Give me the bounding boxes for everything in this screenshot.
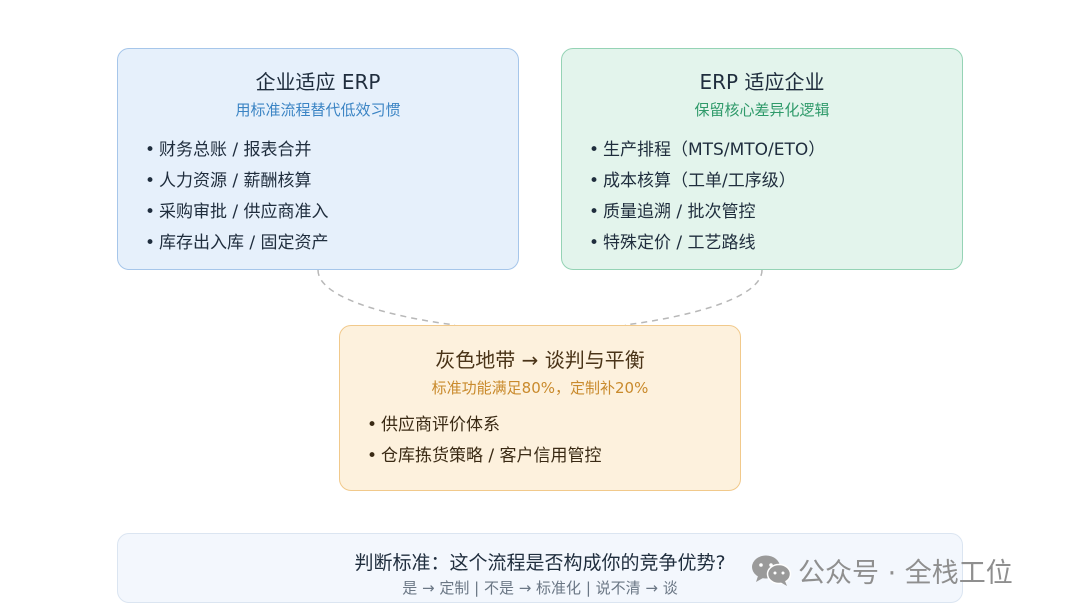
connector-left bbox=[317, 269, 456, 326]
list-item: 财务总账 / 报表合并 bbox=[145, 135, 329, 166]
card-subtitle: 用标准流程替代低效习惯 bbox=[235, 101, 401, 119]
card-title: 灰色地带 → 谈判与平衡 bbox=[435, 348, 645, 372]
list-item: 供应商评价体系 bbox=[367, 410, 602, 441]
watermark: 公众号 · 全栈工位 bbox=[750, 550, 1013, 590]
list-item: 质量追溯 / 批次管控 bbox=[589, 197, 825, 228]
enterprise-adapts-erp-card: 企业适应 ERP 用标准流程替代低效习惯 财务总账 / 报表合并 人力资源 / … bbox=[117, 48, 519, 270]
connector-right bbox=[624, 269, 763, 326]
list-item: 特殊定价 / 工艺路线 bbox=[589, 228, 825, 259]
wechat-icon bbox=[752, 555, 792, 586]
list-item: 仓库拣货策略 / 客户信用管控 bbox=[367, 441, 602, 472]
list-item: 生产排程（MTS/MTO/ETO） bbox=[589, 135, 825, 166]
gray-zone-card: 灰色地带 → 谈判与平衡 标准功能满足80%，定制补20% 供应商评价体系 仓库… bbox=[339, 325, 741, 491]
list-item: 采购审批 / 供应商准入 bbox=[145, 197, 329, 228]
judgment-criteria-card: 判断标准：这个流程是否构成你的竞争优势? 是 → 定制 | 不是 → 标准化 |… bbox=[117, 533, 963, 603]
erp-adapts-enterprise-card: ERP 适应企业 保留核心差异化逻辑 生产排程（MTS/MTO/ETO） 成本核… bbox=[561, 48, 963, 270]
list-item: 库存出入库 / 固定资产 bbox=[145, 228, 329, 259]
card-title: ERP 适应企业 bbox=[699, 70, 825, 94]
item-list: 生产排程（MTS/MTO/ETO） 成本核算（工单/工序级） 质量追溯 / 批次… bbox=[589, 135, 825, 259]
item-list: 财务总账 / 报表合并 人力资源 / 薪酬核算 采购审批 / 供应商准入 库存出… bbox=[145, 135, 329, 259]
card-subtitle: 标准功能满足80%，定制补20% bbox=[431, 379, 649, 397]
list-item: 成本核算（工单/工序级） bbox=[589, 166, 825, 197]
criteria-answer: 是 → 定制 | 不是 → 标准化 | 说不清 → 谈 bbox=[402, 579, 678, 597]
card-subtitle: 保留核心差异化逻辑 bbox=[694, 101, 830, 119]
item-list: 供应商评价体系 仓库拣货策略 / 客户信用管控 bbox=[367, 410, 602, 472]
criteria-question: 判断标准：这个流程是否构成你的竞争优势? bbox=[354, 552, 726, 574]
list-item: 人力资源 / 薪酬核算 bbox=[145, 166, 329, 197]
watermark-text: 公众号 · 全栈工位 bbox=[798, 557, 1013, 589]
card-title: 企业适应 ERP bbox=[255, 70, 381, 94]
